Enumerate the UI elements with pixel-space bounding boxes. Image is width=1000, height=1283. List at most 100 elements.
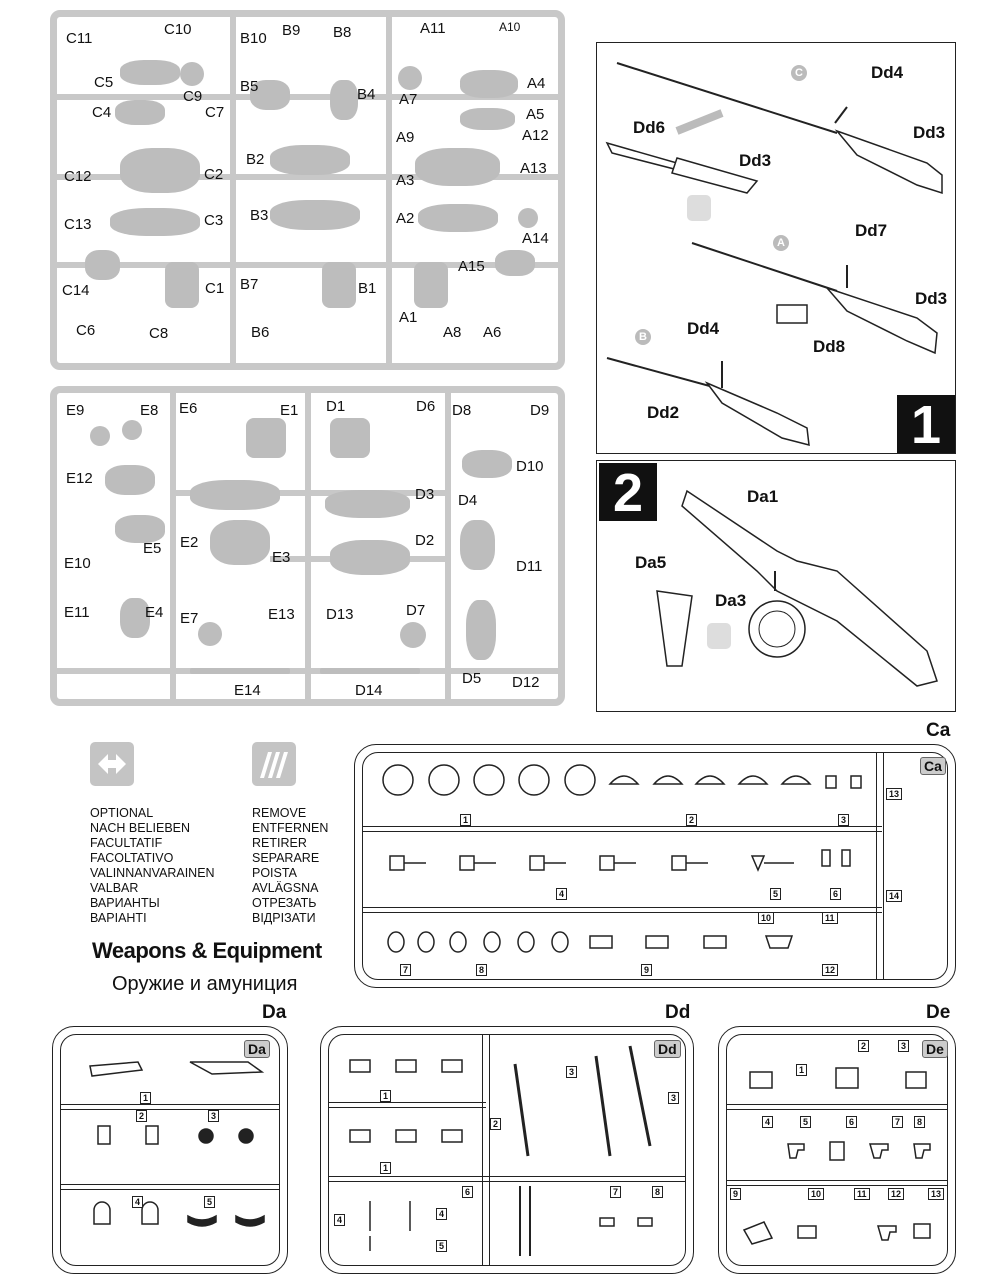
- part-number-tag: 2: [858, 1040, 870, 1052]
- figure-part: [400, 622, 426, 648]
- part-label: A8: [443, 324, 462, 341]
- label-da5: Da5: [635, 553, 667, 572]
- figure-part: [120, 148, 200, 193]
- label-dd3-mid: Dd3: [739, 151, 772, 170]
- figure-part: [460, 70, 518, 98]
- sprue-badge: Da: [244, 1040, 270, 1058]
- rifle-illustration: [605, 62, 943, 447]
- figure-part: [495, 250, 535, 276]
- figure-part: [165, 262, 199, 308]
- part-label: A14: [522, 230, 549, 247]
- figure-part: [322, 262, 356, 308]
- part-label: C12: [64, 168, 92, 185]
- part-number-tag: 8: [914, 1116, 926, 1128]
- part-number-tag: 7: [892, 1116, 904, 1128]
- label-da3: Da3: [715, 591, 747, 610]
- part-label: D1: [326, 398, 346, 415]
- part-number-tag: 2: [686, 814, 698, 826]
- figure-part: [115, 515, 165, 543]
- part-label: D6: [416, 398, 436, 415]
- part-number-tag: 13: [886, 788, 903, 800]
- part-label: C8: [149, 325, 169, 342]
- part-number-tag: 5: [770, 888, 782, 900]
- part-label: B3: [250, 207, 269, 224]
- part-label: D7: [406, 602, 426, 619]
- part-label: B9: [282, 22, 301, 39]
- part-label: E11: [64, 604, 90, 621]
- part-label: E1: [280, 402, 299, 419]
- figure-part: [85, 250, 120, 280]
- figure-part: [460, 108, 515, 130]
- figure-part: [190, 668, 290, 674]
- part-label: A9: [396, 129, 415, 146]
- part-label: C7: [205, 104, 225, 121]
- part-label: A5: [526, 106, 545, 123]
- part-label: B5: [240, 78, 259, 95]
- part-number-tag: 7: [610, 1186, 622, 1198]
- remove-icon: [252, 742, 296, 786]
- figure-part: [398, 66, 422, 90]
- part-number-tag: 1: [380, 1162, 392, 1174]
- part-label: A3: [396, 172, 415, 189]
- remove-icon: [687, 195, 711, 221]
- sprue-dd-frame: [320, 1026, 694, 1274]
- optional-icon: [90, 742, 134, 786]
- part-label: C4: [92, 104, 112, 121]
- part-label: E10: [64, 555, 91, 572]
- label-dd7: Dd7: [855, 221, 888, 240]
- legend-text: VALINNANVARAINEN: [90, 866, 215, 880]
- part-label: C10: [164, 21, 192, 38]
- part-label: C13: [64, 216, 92, 233]
- part-label: B8: [333, 24, 352, 41]
- sprue-de-frame: [718, 1026, 956, 1274]
- part-label: E6: [179, 400, 198, 417]
- part-label: E9: [66, 402, 85, 419]
- sprue-da-frame: [52, 1026, 288, 1274]
- part-number-tag: 12: [822, 964, 839, 976]
- label-dd6: Dd6: [633, 118, 666, 137]
- figure-part: [246, 418, 286, 458]
- part-number-tag: 11: [854, 1188, 870, 1200]
- part-number-tag: 3: [668, 1092, 680, 1104]
- figure-part: [270, 200, 360, 230]
- part-number-tag: 8: [476, 964, 488, 976]
- legend-text: POISTA: [252, 866, 297, 880]
- optional-icon: [707, 623, 731, 649]
- rifle-parts: [349, 1045, 653, 1256]
- part-number-tag: 1: [796, 1064, 808, 1076]
- part-label: A7: [399, 91, 418, 108]
- part-number-tag: 13: [928, 1188, 945, 1200]
- legend-text: FACOLTATIVO: [90, 851, 174, 865]
- label-da1: Da1: [747, 487, 779, 506]
- part-label: A12: [522, 127, 549, 144]
- section-subtitle: Оружие и амуниция: [112, 973, 298, 995]
- figure-part: [115, 100, 165, 125]
- part-label: B4: [357, 86, 376, 103]
- part-number-tag: 3: [566, 1066, 578, 1078]
- smg-parts: [89, 1061, 265, 1227]
- figure-part: [414, 262, 448, 308]
- part-number-tag: 3: [208, 1110, 220, 1122]
- label-dd2: Dd2: [647, 403, 680, 422]
- figure-part: [105, 465, 155, 495]
- legend-text: AVLÄGSNA: [252, 881, 319, 895]
- part-number-tag: 11: [822, 912, 838, 924]
- section-title: Weapons & Equipment: [92, 938, 322, 963]
- part-number-tag: 3: [838, 814, 850, 826]
- part-label: A1: [399, 309, 418, 326]
- sprue-title: Da: [262, 1002, 287, 1023]
- step-number: 2: [599, 463, 657, 523]
- figure-part: [122, 420, 142, 440]
- sprue-title: Dd: [665, 1002, 691, 1023]
- part-label: D8: [452, 402, 472, 419]
- figure-part: [320, 668, 420, 674]
- figure-part: [180, 62, 204, 86]
- part-label: C5: [94, 74, 114, 91]
- part-label: E5: [143, 540, 162, 557]
- part-number-tag: 6: [830, 888, 842, 900]
- sprue-ca-frame: [354, 744, 956, 988]
- part-label: D3: [415, 486, 435, 503]
- part-label: D13: [326, 606, 354, 623]
- part-label: E14: [234, 682, 261, 699]
- sprue-title: Ca: [926, 720, 951, 741]
